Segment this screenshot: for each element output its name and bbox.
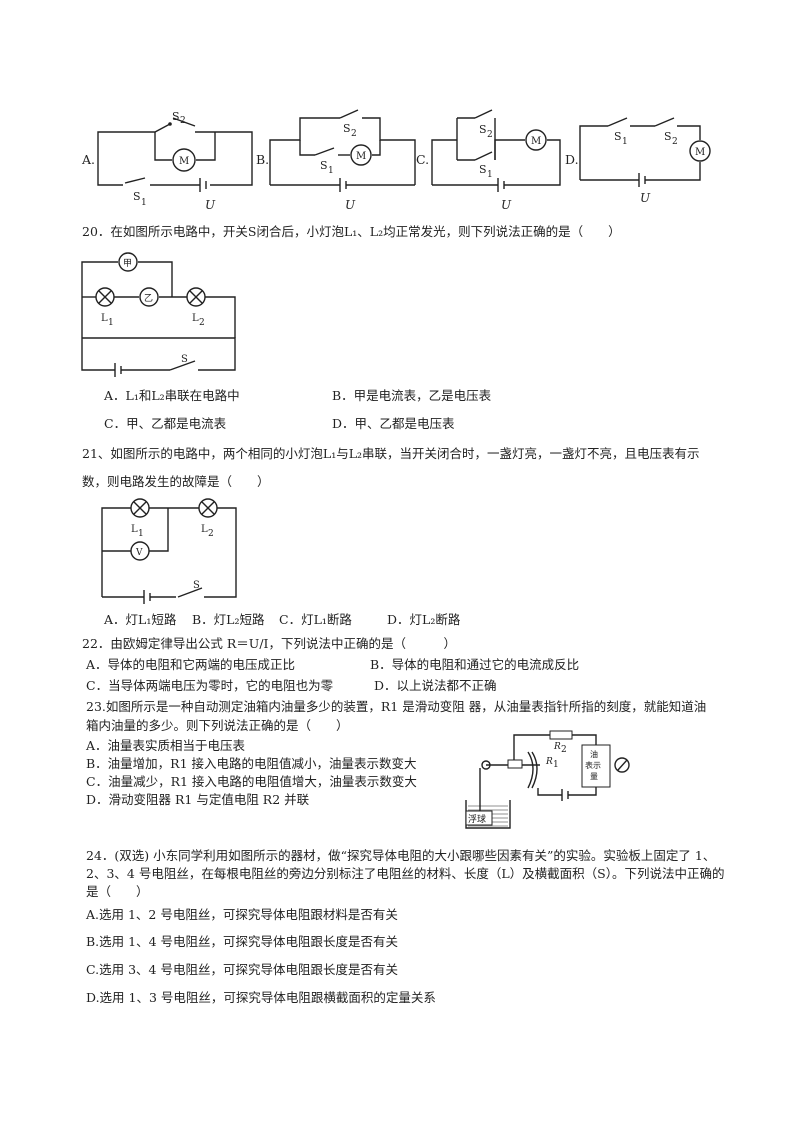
q21-option-c[interactable]: C．灯L₁断路 [279,612,352,627]
svg-text:U: U [640,191,651,205]
circuit-c-diagram: M S 2 S 1 U [431,109,561,212]
svg-text:油: 油 [590,749,598,759]
svg-text:U: U [345,198,356,212]
q23-option-a[interactable]: A．油量表实质相当于电压表 [86,738,246,753]
q21-stem-line1: 21、如图所示的电路中，两个相同的小灯泡L₁与L₂串联，当开关闭合时，一盏灯亮，… [82,446,700,461]
q20-stem: 20．在如图所示电路中，开关S闭合后，小灯泡L₁、L₂均正常发光，则下列说法正确… [82,224,621,239]
svg-text:1: 1 [622,137,628,147]
svg-text:L: L [192,313,199,324]
svg-text:S: S [193,580,200,591]
svg-text:L: L [201,524,208,535]
q23-float-label: 浮球 [468,813,486,825]
svg-text:2: 2 [180,116,186,126]
q23-option-d[interactable]: D．滑动变阻器 R1 与定值电阻 R2 并联 [86,792,310,807]
svg-text:S: S [479,163,487,176]
circuit-a-s2: S [172,110,180,123]
svg-text:M: M [695,147,705,158]
q20-option-a[interactable]: A．L₁和L₂串联在电路中 [104,388,240,403]
circuit-a-diagram: M S 2 S 1 U [97,110,253,212]
q20-option-b[interactable]: B．甲是电流表，乙是电压表 [332,388,492,403]
svg-text:2: 2 [487,130,493,140]
q20-option-d[interactable]: D．甲、乙都是电压表 [332,416,455,431]
svg-text:S: S [664,130,672,143]
q22-option-d[interactable]: D．以上说法都不正确 [374,678,497,693]
q24-stem-line2: 2、3、4 号电阻丝，在每根电阻丝的旁边分别标注了电阻丝的材料、长度（L）及横截… [86,866,725,881]
q24-option-d[interactable]: D.选用 1、3 号电阻丝，可探究导体电阻跟横截面积的定量关系 [86,990,436,1005]
svg-text:2: 2 [199,318,205,328]
q24-option-a[interactable]: A.选用 1、2 号电阻丝，可探究导体电阻跟材料是否有关 [86,907,398,922]
svg-text:R: R [553,742,561,752]
q23-stem-line2: 箱内油量的多少。则下列说法正确的是（ ） [86,718,349,733]
q23-option-b[interactable]: B．油量增加，R1 接入电路的电阻值减小，油量表示数变大 [86,756,417,771]
q20-meter-yi: 乙 [144,293,153,304]
q23-oil-gauge-diagram: 浮球 R 1 R 2 油 表示 量 [465,730,630,829]
svg-text:2: 2 [561,745,567,755]
q21-voltmeter-label: V [135,548,143,558]
q21-stem-line2: 数，则电路发生的故障是（ ） [82,474,270,489]
circuit-b-letter: B. [256,152,270,167]
q21-circuit-diagram: V L 1 L 2 S [101,498,237,604]
q21-option-b[interactable]: B．灯L₂短路 [192,612,265,627]
circuit-a-motor-label: M [179,156,189,167]
svg-text:2: 2 [351,129,357,139]
q21-option-d[interactable]: D．灯L₂断路 [387,612,461,627]
svg-text:表示: 表示 [585,760,601,770]
q22-option-b[interactable]: B．导体的电阻和通过它的电流成反比 [370,657,580,672]
svg-text:1: 1 [141,198,147,208]
svg-text:1: 1 [328,166,334,176]
svg-text:L: L [101,313,108,324]
svg-text:量: 量 [590,772,598,781]
circuit-d-letter: D. [565,152,579,167]
q24-option-c[interactable]: C.选用 3、4 号电阻丝，可探究导体电阻跟长度是否有关 [86,962,398,977]
q20-circuit-diagram: 甲 乙 L 1 L 2 S [81,252,236,377]
svg-text:1: 1 [553,760,559,770]
q24-stem-line3: 是（ ） [86,884,149,899]
q21-option-a[interactable]: A．灯L₁短路 [104,612,177,627]
svg-text:1: 1 [138,529,144,539]
svg-text:M: M [356,151,366,162]
circuit-c-letter: C. [416,152,430,167]
svg-text:1: 1 [108,318,114,328]
circuit-a-s1: S [133,190,141,203]
svg-text:S: S [614,130,622,143]
svg-text:2: 2 [672,137,678,147]
q22-option-a[interactable]: A．导体的电阻和它两端的电压成正比 [86,657,296,672]
q22-option-c[interactable]: C．当导体两端电压为零时，它的电阻也为零 [86,678,334,693]
q20-meter-jia: 甲 [123,258,132,269]
q23-option-c[interactable]: C．油量减少，R1 接入电路的电阻值增大，油量表示数变大 [86,774,417,789]
svg-text:M: M [531,136,541,147]
circuit-b-diagram: M S 2 S 1 U [269,109,416,212]
circuit-a-letter: A. [82,152,96,167]
q20-option-c[interactable]: C．甲、乙都是电流表 [104,416,227,431]
svg-text:S: S [479,123,487,136]
q24-option-b[interactable]: B.选用 1、4 号电阻丝，可探究导体电阻跟长度是否有关 [86,934,399,949]
svg-text:S: S [343,122,351,135]
q22-stem: 22．由欧姆定律导出公式 R＝U/I，下列说法中正确的是（ ） [82,636,456,651]
circuit-a-u: U [205,198,216,212]
svg-text:L: L [131,524,138,535]
q24-stem-line1: 24．(双选) 小东同学利用如图所示的器材，做“探究导体电阻的大小跟哪些因素有关… [86,848,716,863]
svg-text:U: U [501,198,512,212]
svg-text:S: S [320,159,328,172]
circuit-d-diagram: M S 1 S 2 U [579,117,711,205]
q23-stem-line1: 23.如图所示是一种自动测定油箱内油量多少的装置，R1 是滑动变阻 器，从油量表… [86,699,707,714]
svg-text:S: S [181,354,188,365]
svg-text:R: R [545,757,553,767]
svg-text:2: 2 [208,529,214,539]
svg-text:1: 1 [487,170,493,180]
